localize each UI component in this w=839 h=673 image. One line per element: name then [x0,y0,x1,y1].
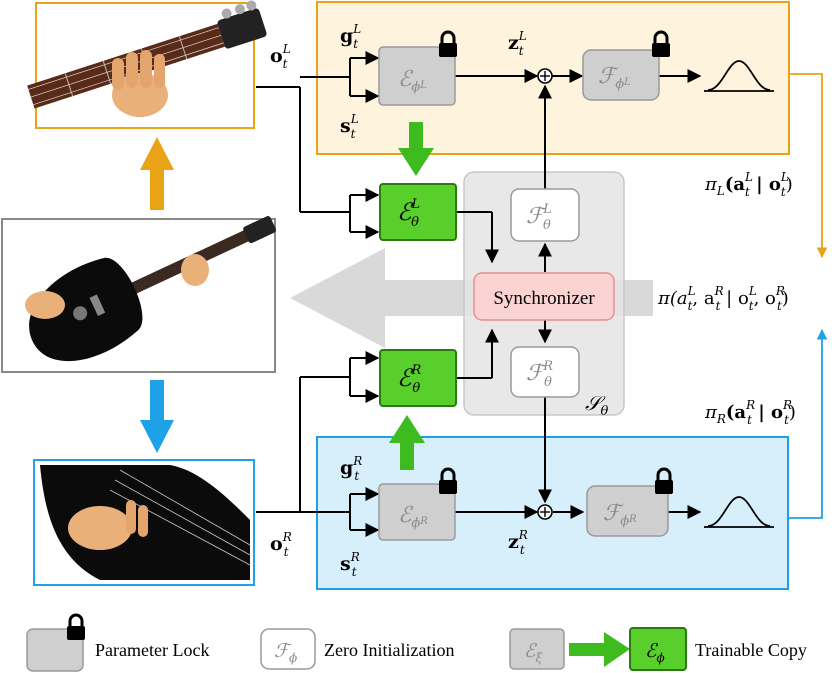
sum-node-right [537,504,553,520]
blue-down-arrow [140,380,174,453]
legend-lock-icon [65,613,87,642]
trainable-encoder-right [379,349,457,407]
orange-up-arrow [140,137,174,210]
full-guitar-image [1,216,277,373]
locked-decoder-left [582,49,660,101]
sync-decoder-right [510,346,580,398]
legend-copy-from-box [509,628,565,670]
legend-lock-text: Parameter Lock [95,640,209,660]
synchronizer-label: Synchronizer [493,288,595,309]
legend-green-arrow-shaft [569,643,607,656]
green-up-arrow [389,415,425,470]
right-hand-image [33,459,255,586]
legend: Parameter Lock ℱϕ Zero Initialization ℰξ… [26,613,807,672]
legend-zero-text: Zero Initialization [324,640,454,660]
legend-zero-symbol: ℱϕ [274,640,297,665]
orange-connector [789,73,828,259]
sum-node-left [537,68,553,84]
locked-encoder-left-label: ℰϕL [398,67,427,95]
right-wiring [256,320,702,537]
left-hand-image [27,0,267,129]
blue-connector [789,328,828,519]
synchronizer-box [473,272,615,321]
legend-copy-text: Trainable Copy [695,640,807,660]
legend-copy-to-box [629,627,687,671]
locked-decoder-right [586,485,669,537]
locked-encoder-right [378,483,456,541]
locked-encoder-right-label: ℰϕR [398,503,428,531]
locked-decoder-left-label: ℱϕL [598,64,631,92]
locked-encoder-left [378,46,456,106]
green-down-arrow [398,122,434,176]
legend-copy-from-symbol: ℰξ [524,640,544,665]
locked-decoder-right-label: ℱϕR [603,501,637,529]
left-wiring [256,51,702,272]
sync-decoder-left [510,188,580,242]
legend-zero-box [260,628,316,670]
legend-copy-to-symbol: ℰϕ [645,640,665,665]
trainable-encoder-left [379,183,457,241]
legend-green-arrow-head [604,632,630,667]
